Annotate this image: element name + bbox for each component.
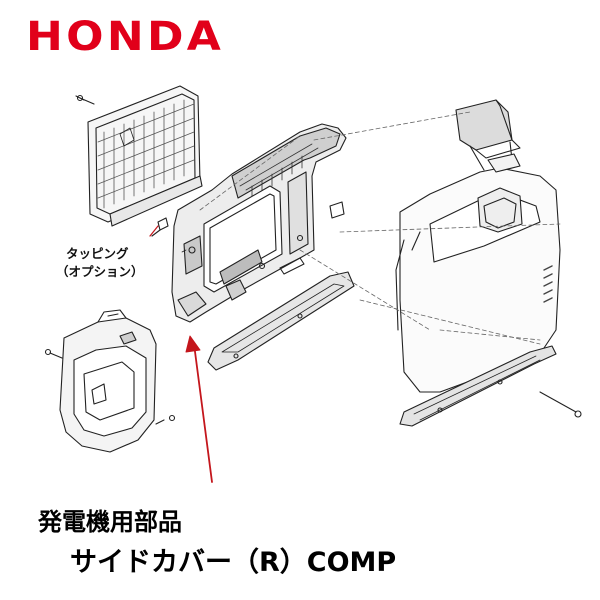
part-category: 発電機用部品 — [38, 508, 182, 536]
front-panel — [44, 309, 176, 453]
part-name: サイドカバー（R）COMP — [70, 547, 397, 578]
side-cover-frame — [171, 123, 347, 323]
tapping-screw-icon — [151, 217, 169, 237]
generator-body — [395, 99, 561, 393]
honda-logo: HONDA — [26, 14, 225, 60]
clip-part — [329, 201, 345, 219]
lower-rail — [207, 257, 355, 371]
callout-option-label: （オプション） — [56, 264, 144, 279]
callout-leader-line — [149, 225, 159, 237]
base-rail — [399, 345, 582, 427]
pointer-arrow — [185, 335, 213, 483]
callout-tapping-label: タッピング — [66, 246, 129, 261]
assembly-dashed-lines — [199, 111, 561, 345]
rear-grille-panel — [75, 85, 203, 227]
